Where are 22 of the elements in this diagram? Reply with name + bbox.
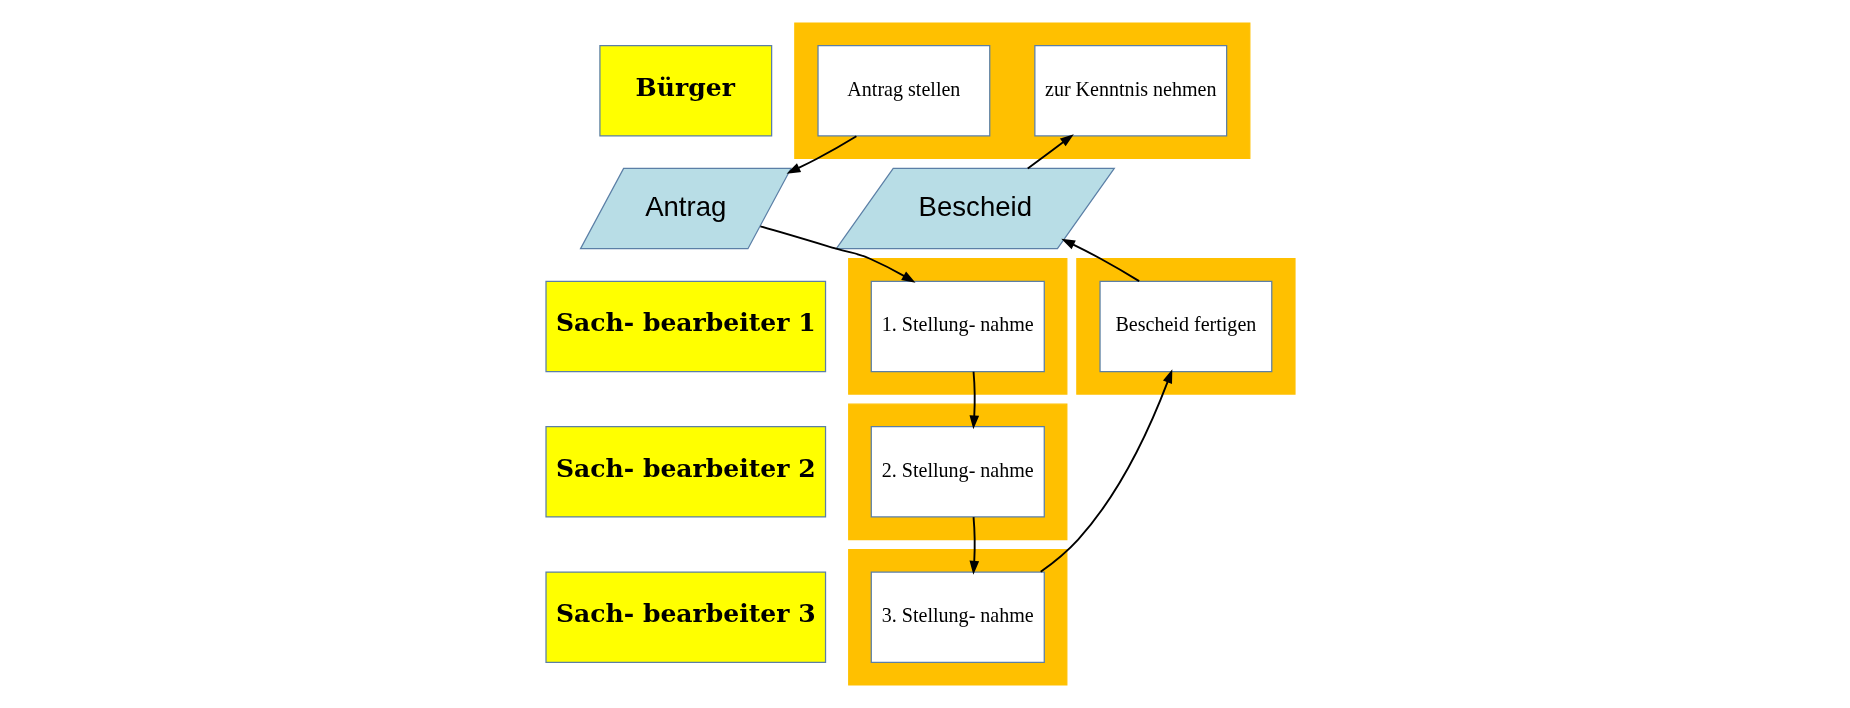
cluster: [847, 548, 1067, 686]
node-box: Antrag stellen: [816, 45, 990, 137]
node-box: Sach- bearbeiter 1: [544, 280, 826, 373]
node-box: 2. Stellung- nahme: [870, 426, 1045, 518]
arrow: [969, 370, 979, 430]
cluster: [847, 403, 1067, 541]
node-box: Bescheid fertigen: [1098, 280, 1272, 373]
arrow: [969, 516, 979, 575]
node-box: Sach- bearbeiter 2: [544, 426, 826, 518]
node-box: 3. Stellung- nahme: [870, 571, 1045, 663]
node-box: Bürger: [598, 45, 772, 137]
arrow: [1060, 238, 1140, 283]
arrow: [758, 225, 915, 283]
node-box: Sach- bearbeiter 3: [544, 571, 826, 663]
arrow: [1026, 134, 1074, 170]
arrow: [786, 135, 857, 174]
arrow: [1039, 369, 1172, 573]
node-box: zur Kenntnis nehmen: [1033, 45, 1227, 137]
node-box: 1. Stellung- nahme: [870, 280, 1045, 373]
cluster: [793, 22, 1250, 160]
cluster: [847, 258, 1067, 395]
cluster: [1075, 258, 1296, 395]
